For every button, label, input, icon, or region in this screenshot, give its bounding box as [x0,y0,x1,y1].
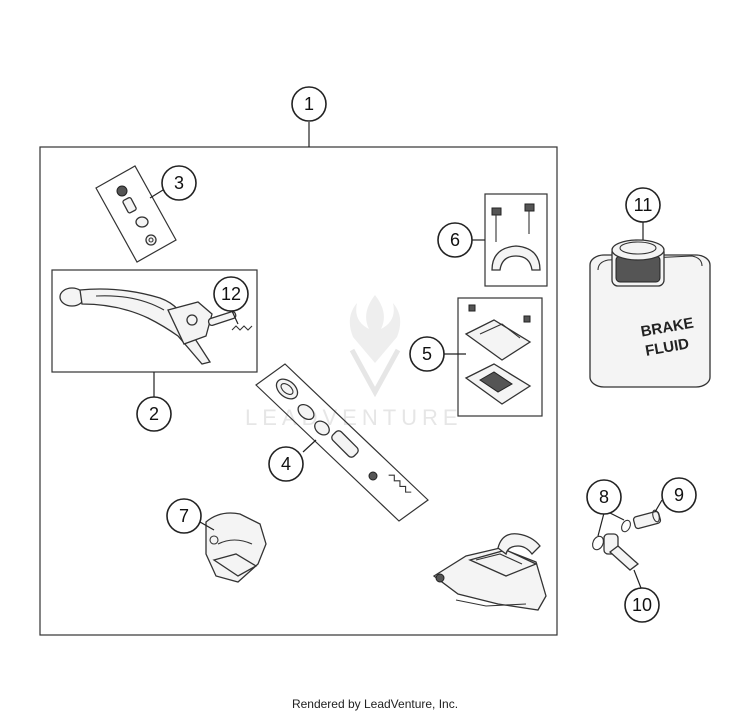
callout-3[interactable]: 3 [161,165,197,201]
callout-6-label: 6 [450,230,460,250]
leader-4 [302,439,317,453]
part-8-o-rings [592,519,631,551]
callout-9[interactable]: 9 [661,477,697,513]
callout-2[interactable]: 2 [136,396,172,432]
watermark-text: LEADVENTURE [245,405,463,430]
leader-8a [597,512,605,537]
callout-3-label: 3 [174,173,184,193]
part-3-screw-kit [95,165,177,263]
part-7-bracket [205,512,267,583]
leader-7 [199,521,215,531]
leader-3 [149,189,164,199]
callout-5-label: 5 [422,344,432,364]
watermark: LEADVENTURE [245,295,463,430]
callout-8[interactable]: 8 [586,479,622,515]
callout-9-label: 9 [674,485,684,505]
callout-4[interactable]: 4 [268,446,304,482]
callout-11[interactable]: 11 [625,187,661,223]
callout-11-label: 11 [634,195,653,215]
leader-10 [633,569,642,589]
part-2-brake-lever [51,269,258,373]
leader-9 [654,499,663,513]
callout-12-label: 12 [221,284,241,304]
callout-12[interactable]: 12 [213,276,249,312]
part-5-reservoir-cover [457,297,543,417]
callout-7-label: 7 [179,506,189,526]
callout-10[interactable]: 10 [624,587,660,623]
callout-7[interactable]: 7 [166,498,202,534]
callout-10-label: 10 [632,595,652,615]
callout-4-label: 4 [281,454,291,474]
part-11-brake-fluid-bottle: BRAKE FLUID [589,239,711,388]
callout-1-label: 1 [304,94,314,114]
callout-2-label: 2 [149,404,159,424]
leader-8b [609,512,625,521]
callout-1[interactable]: 1 [291,86,327,122]
leader-12 [231,310,239,325]
footer-credit: Rendered by LeadVenture, Inc. [291,697,459,711]
callout-5[interactable]: 5 [409,336,445,372]
part-12-spring [231,325,253,331]
callout-8-label: 8 [599,487,609,507]
part-10-banjo-bolt [603,533,640,571]
callout-6[interactable]: 6 [437,222,473,258]
assembly-frame [39,146,558,636]
part-6-clamp [484,193,548,287]
master-cylinder-housing [432,533,547,611]
part-9-fitting [632,509,662,530]
part-4-piston-kit [255,363,429,522]
